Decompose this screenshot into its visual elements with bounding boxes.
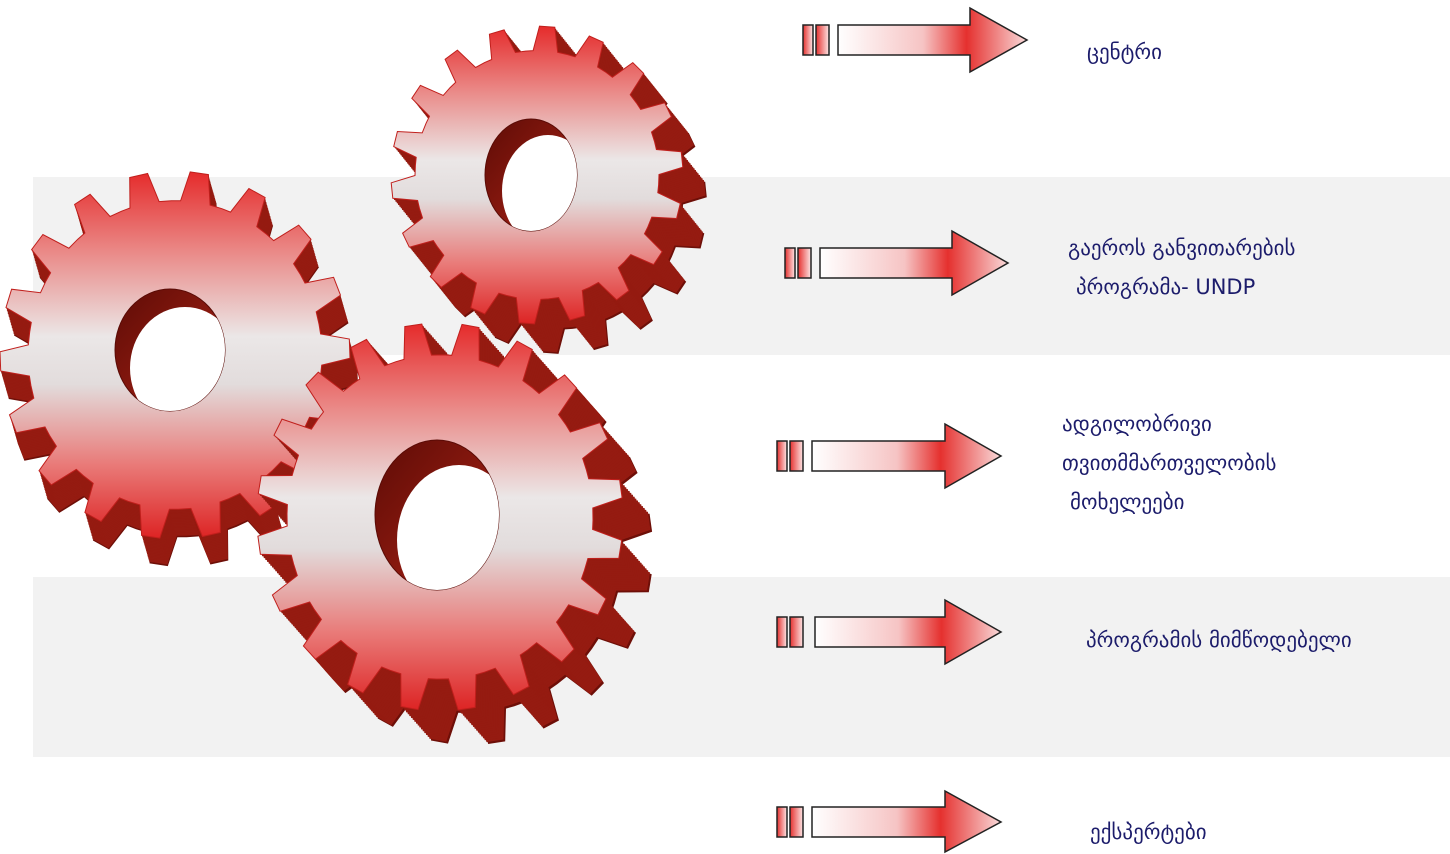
label-line: ადგილობრივი	[1062, 412, 1212, 436]
arrow-right-icon	[784, 229, 1010, 297]
label-line: ცენტრი	[1087, 40, 1162, 64]
label-local-officials: ადგილობრივი თვითმმართველობის მოხელეები	[1062, 405, 1276, 522]
gear-icon	[257, 323, 653, 744]
arrow-stripe	[789, 440, 804, 472]
arrow-stripe	[802, 24, 814, 56]
label-line: თვითმმართველობის	[1062, 451, 1277, 475]
arrow-right-icon	[776, 422, 1003, 490]
arrow-stripe	[789, 806, 804, 838]
arrow-shape	[811, 789, 1003, 854]
arrow-stripe	[815, 24, 830, 56]
background-band	[33, 577, 1450, 757]
label-line: მოხელეები	[1070, 490, 1185, 514]
arrow-right-icon	[776, 598, 1003, 666]
arrow-shape	[811, 422, 1003, 490]
arrow-stripe	[797, 247, 812, 279]
label-experts: ექსპერტები	[1090, 813, 1207, 852]
label-line: პროგრამა- UNDP	[1076, 275, 1256, 299]
label-line: გაეროს განვითარების	[1068, 236, 1296, 260]
label-undp: გაეროს განვითარების პროგრამა- UNDP	[1068, 229, 1295, 307]
arrow-shape	[814, 598, 1003, 666]
arrow-right-icon	[802, 6, 1029, 74]
label-line: ექსპერტები	[1090, 820, 1207, 844]
label-line: პროგრამის მიმწოდებელი	[1086, 628, 1352, 652]
label-program-provider: პროგრამის მიმწოდებელი	[1086, 621, 1352, 660]
arrow-stripe	[789, 616, 804, 648]
arrow-shape	[819, 229, 1010, 297]
arrow-stripe	[776, 616, 788, 648]
arrow-shape	[837, 6, 1029, 74]
label-center: ცენტრი	[1087, 33, 1162, 72]
arrow-stripe	[776, 440, 788, 472]
gear-icon	[0, 171, 358, 567]
gear-icon	[390, 25, 707, 354]
arrow-stripe	[784, 247, 796, 279]
arrow-right-icon	[776, 789, 1003, 854]
arrow-stripe	[776, 806, 788, 838]
